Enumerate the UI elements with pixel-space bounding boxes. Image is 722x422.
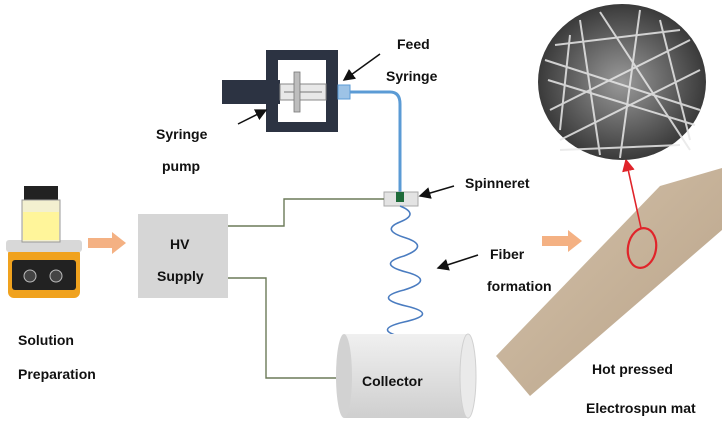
label-fiber: Fiber	[490, 246, 525, 262]
electrospun-mat	[496, 168, 722, 396]
collector-drum	[336, 333, 477, 419]
label-feed: Feed	[397, 36, 430, 52]
label-collector: Collector	[362, 373, 423, 389]
pointer-feed-syringe	[342, 53, 381, 81]
label-syringe-pump-1: Syringe	[156, 126, 208, 142]
spinneret-icon	[383, 191, 419, 207]
label-solution: Solution	[18, 332, 74, 348]
label-electrospun-mat: Electrospun mat	[586, 400, 696, 416]
arrow-solution-to-supply	[88, 232, 126, 254]
label-spinneret: Spinneret	[465, 175, 530, 191]
highlight-oval	[626, 227, 658, 269]
pointer-spinneret	[418, 185, 455, 199]
pointer-syringe-pump	[237, 109, 268, 125]
hv-wire-bottom	[228, 277, 344, 379]
fiber-spring-icon	[386, 205, 424, 339]
label-hv: HV	[170, 236, 190, 252]
label-preparation: Preparation	[18, 366, 96, 382]
label-supply: Supply	[157, 268, 204, 284]
pointer-fiber	[436, 254, 479, 271]
label-syringe: Syringe	[386, 68, 438, 84]
hotplate-stirrer-icon	[6, 186, 82, 298]
label-formation: formation	[487, 278, 552, 294]
label-hot-pressed: Hot pressed	[592, 361, 673, 377]
arrow-fiber-to-mat	[542, 230, 582, 252]
hv-wire-top	[228, 198, 384, 227]
syringe-pump-icon	[222, 50, 351, 132]
hv-supply-box	[138, 214, 228, 298]
feed-tube	[350, 90, 402, 192]
label-syringe-pump-2: pump	[162, 158, 201, 174]
sem-fiber-micrograph-icon	[538, 4, 706, 160]
highlight-arrow	[622, 158, 642, 229]
